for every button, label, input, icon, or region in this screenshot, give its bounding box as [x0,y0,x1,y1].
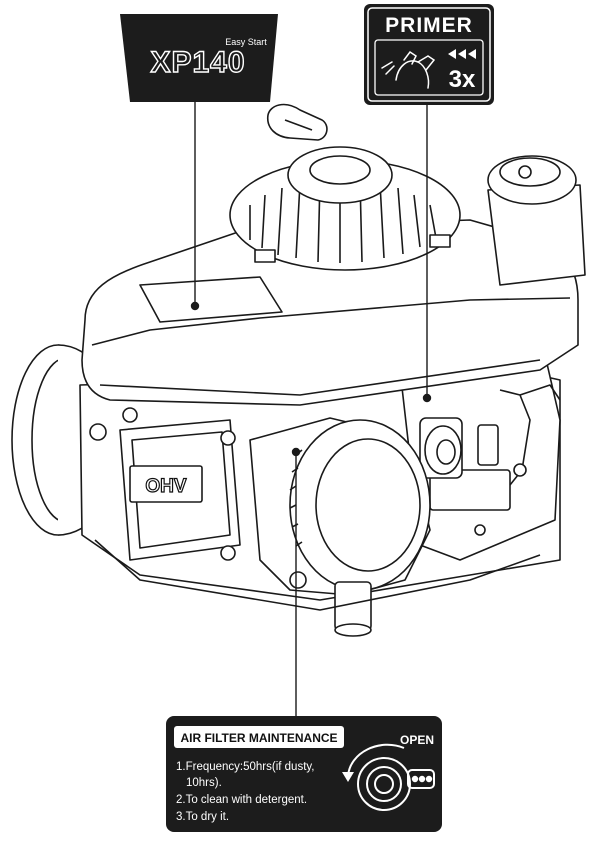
air-filter-title: AIR FILTER MAINTENANCE [180,731,337,745]
air-filter-label: AIR FILTER MAINTENANCE OPEN 1.Frequency:… [166,716,442,832]
leader-lines [190,102,432,722]
fuel-cap-symbol [518,165,532,179]
ohv-badge-text: OHV [145,476,187,497]
starter-handle-grip [284,119,313,131]
primer-icon-frame [374,39,484,96]
triple-arrow-icon [448,49,476,59]
governor-clip [477,424,499,466]
air-filter-cover-inner [315,438,421,572]
valve-bolt-4 [89,423,107,441]
label-recess [139,276,283,323]
starter-handle [266,103,328,141]
carb-screw-2 [474,524,486,536]
recoil-bolts [254,234,451,263]
crankshaft-end [334,623,372,637]
primer-bulb-center [436,439,456,465]
valve-bolt-1 [122,407,138,423]
air-filter-line-1: 1.Frequency:50hrs(if dusty, [176,761,315,773]
drain-plug [289,571,307,589]
leader-dot-air-filter [291,447,301,457]
mount-flange [94,539,541,611]
top-shroud-ridge [91,297,571,346]
top-shroud-lower-edge [99,359,541,396]
model-label-subtitle: Easy Start [225,37,267,47]
model-label-plate [120,14,278,102]
model-label: Easy Start XP140 [120,14,278,102]
air-filter-open-label: OPEN [400,733,434,747]
carburetor-plate [429,469,511,511]
air-filter-line-4: 3.To dry it. [176,811,229,823]
valve-bolt-2 [220,430,236,446]
leader-dot-primer [422,393,432,403]
ohv-plate [129,465,203,503]
recoil-starter-hub [309,155,371,185]
air-filter-line-3: 2.To clean with detergent. [176,794,307,806]
primer-label: PRIMER 3x [364,4,494,105]
air-filter-line-2: 10hrs). [186,777,222,789]
valve-bolt-3 [220,545,236,561]
engine-illustration [11,103,586,637]
leader-dot-model [190,301,200,311]
air-filter-title-bar [174,726,344,748]
primer-label-count: 3x [449,66,476,93]
primer-label-title: PRIMER [385,14,473,37]
recoil-starter-fins [249,179,437,263]
carb-screw-1 [513,463,527,477]
rotate-open-arrow-icon [342,743,435,811]
primer-label-border [367,7,491,102]
model-label-name: XP140 [150,46,245,79]
hand-pressing-primer-bulb-icon [381,50,436,89]
